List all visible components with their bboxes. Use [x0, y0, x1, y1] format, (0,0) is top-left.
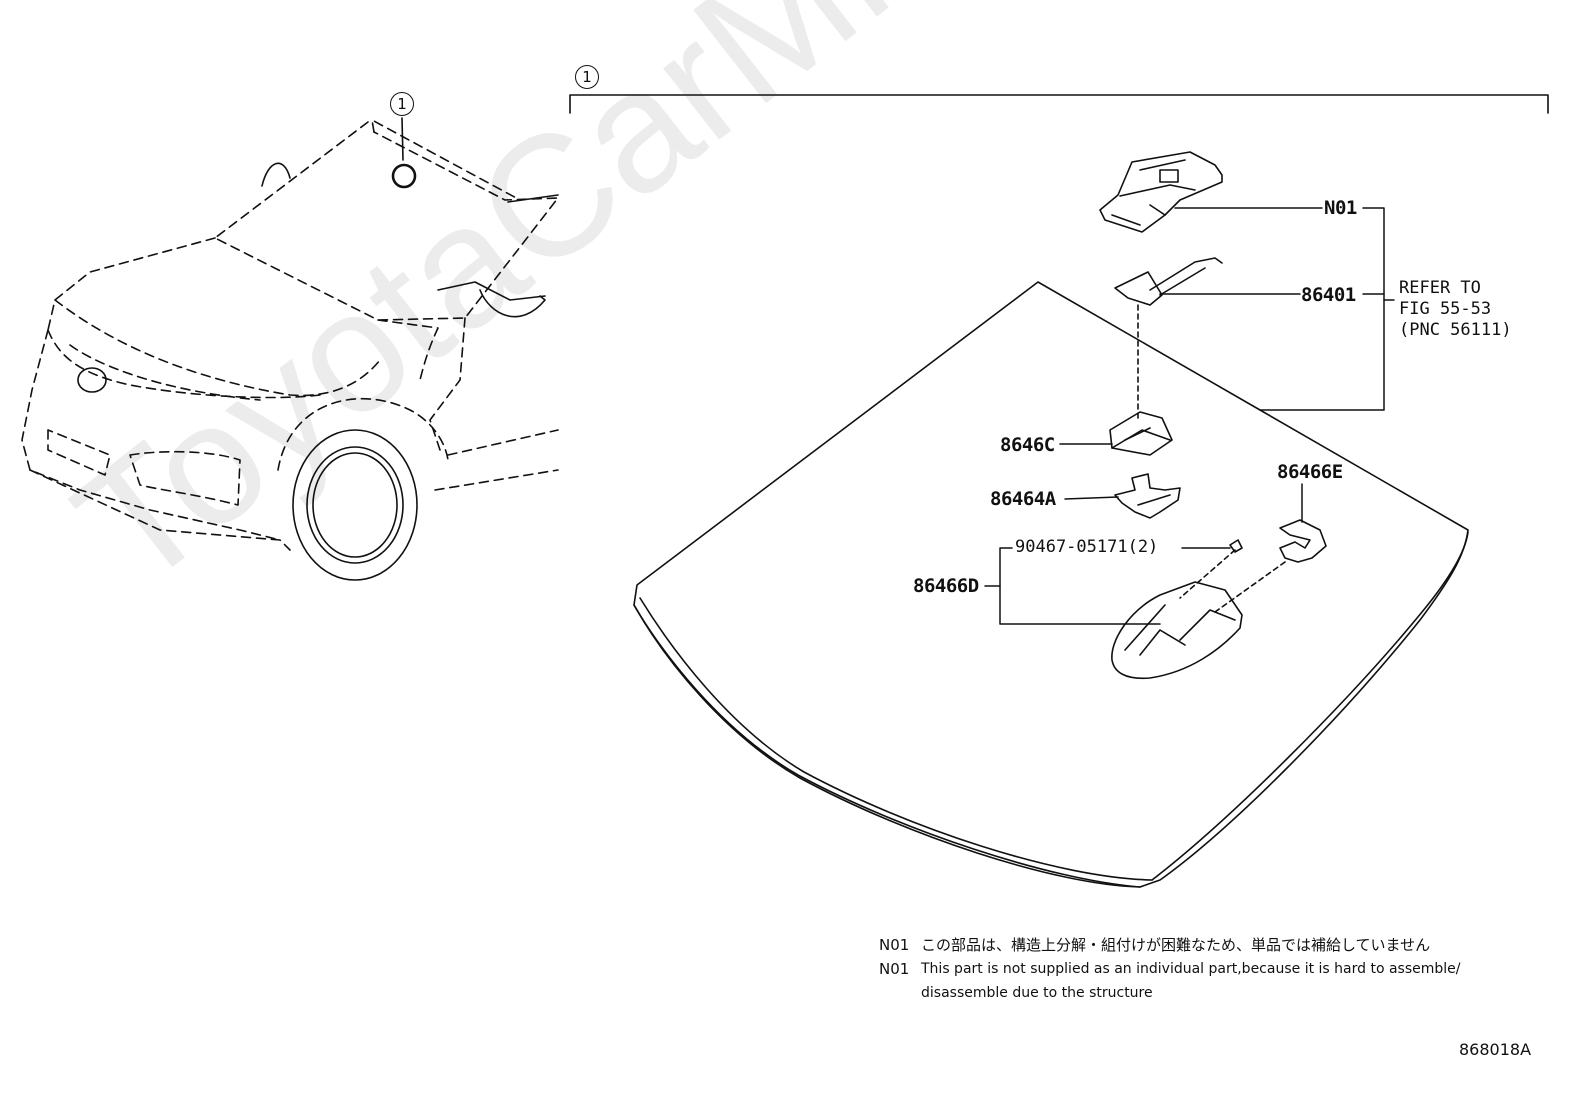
note-2-code: N01	[879, 960, 910, 978]
part-8646c	[1109, 411, 1173, 456]
diagram-id: 868018A	[1459, 1040, 1532, 1059]
label-86464a: 86464A	[990, 488, 1056, 510]
assembly-lines	[1137, 304, 1286, 613]
assembly-bracket	[569, 94, 1549, 114]
part-n01-bracket	[1099, 151, 1223, 233]
note-1-text: この部品は、構造上分解・組付けが困難なため、単品では補給していません	[921, 936, 1431, 954]
label-86466e: 86466E	[1277, 461, 1343, 483]
vehicle-illustration	[21, 117, 559, 581]
note-3-text: disassemble due to the structure	[921, 985, 1153, 1001]
leader-lines	[984, 207, 1395, 625]
part-86464a	[1114, 473, 1181, 519]
label-n01: N01	[1324, 197, 1357, 219]
part-86466d-cover	[1111, 581, 1243, 680]
label-8646c: 8646C	[1000, 434, 1055, 456]
label-90467: 90467-05171(2)	[1015, 537, 1159, 557]
part-86401-sensor	[1114, 257, 1223, 306]
label-86401: 86401	[1301, 284, 1356, 306]
windshield-glass	[633, 281, 1469, 888]
refer-line-1: REFER TO	[1399, 278, 1481, 298]
label-86466d: 86466D	[913, 575, 979, 597]
callout-right: 1	[575, 65, 599, 89]
part-86466e	[1279, 519, 1327, 563]
note-2-text: This part is not supplied as an individu…	[921, 961, 1461, 977]
part-90467-clip	[1229, 539, 1243, 553]
callout-left: 1	[390, 92, 414, 116]
refer-line-3: (PNC 56111)	[1399, 320, 1512, 340]
refer-line-2: FIG 55-53	[1399, 299, 1492, 319]
note-1-code: N01	[879, 936, 910, 954]
